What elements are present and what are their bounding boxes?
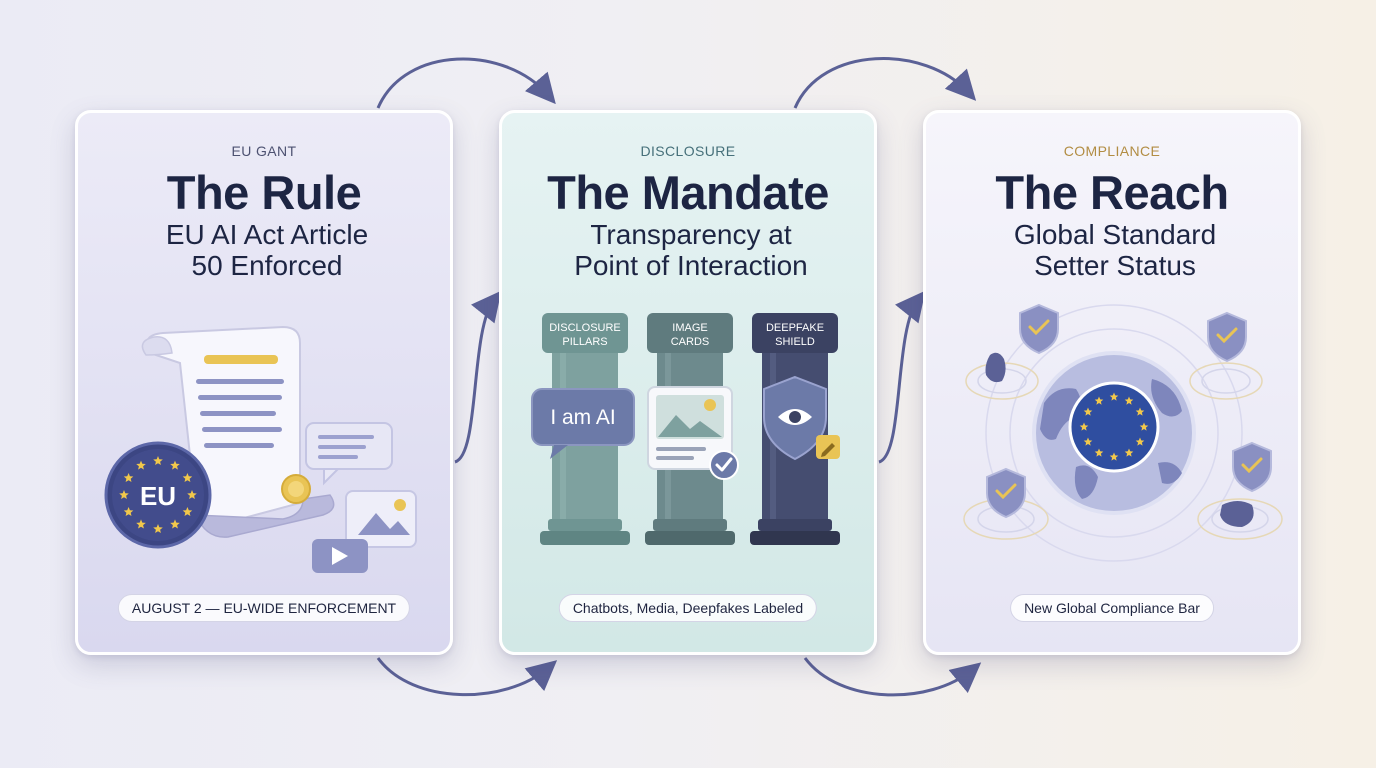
card-title: The Rule — [166, 166, 362, 219]
subtitle-line-1: EU AI Act Article — [165, 219, 369, 250]
side-arrow-2 — [878, 290, 926, 464]
star-icon — [136, 460, 146, 470]
eu-seal-icon: EU — [104, 441, 212, 549]
star-icon — [123, 507, 134, 516]
shield-check-icon — [1232, 441, 1272, 493]
star-icon — [1094, 396, 1104, 405]
star-icon — [1083, 407, 1093, 416]
star-icon — [1124, 448, 1134, 457]
card-eyebrow: EU GANT — [231, 143, 297, 159]
star-icon — [1135, 437, 1145, 446]
image-card-icon — [647, 386, 733, 470]
eu-flag-icon — [1068, 381, 1160, 473]
speech-bubble-icon: I am AI — [531, 388, 635, 459]
wax-seal-icon — [281, 474, 311, 504]
star-icon — [1094, 448, 1104, 457]
rule-illustration: EU — [104, 325, 417, 573]
image-icon — [345, 490, 417, 548]
star-icon — [182, 507, 193, 516]
subtitle-line-2: 50 Enforced — [191, 250, 343, 281]
subtitle-line-2: Setter Status — [1034, 250, 1196, 281]
mandate-illustration: DISCLOSURE PILLARS I am AI IMAGE CARDS — [531, 313, 840, 545]
subtitle-line-1: Transparency at — [590, 219, 792, 250]
top-arrow-2 — [793, 57, 977, 109]
card-subtitle: EU AI Act Article 50 Enforced — [108, 219, 426, 281]
star-icon — [1139, 422, 1149, 431]
card-footer-pill: Chatbots, Media, Deepfakes Labeled — [558, 594, 818, 622]
star-icon — [1124, 396, 1134, 405]
star-icon — [182, 473, 193, 482]
star-icon — [153, 456, 163, 465]
eu-seal-label: EU — [140, 481, 176, 511]
star-icon — [1083, 437, 1093, 446]
check-badge-icon — [709, 450, 739, 480]
star-icon — [119, 490, 129, 499]
star-icon — [136, 519, 146, 529]
reach-illustration — [963, 303, 1283, 562]
bottom-arrow-2 — [803, 657, 982, 697]
shield-check-icon — [1019, 303, 1059, 355]
shield-check-icon — [986, 467, 1026, 519]
star-icon — [170, 519, 180, 529]
pillar-label-1b: PILLARS — [562, 336, 607, 348]
star-icon — [123, 473, 134, 482]
card-footer-pill: AUGUST 2 — EU-WIDE ENFORCEMENT — [117, 594, 411, 622]
star-icon — [187, 490, 197, 499]
shield-check-icon — [1207, 311, 1247, 363]
card-the-mandate: DISCLOSURE The Mandate Transparency at P… — [499, 110, 877, 655]
pencil-icon — [816, 435, 840, 459]
card-eyebrow: COMPLIANCE — [1063, 143, 1161, 159]
document-scroll-icon — [141, 325, 335, 538]
bottom-arrow-1 — [376, 657, 558, 697]
video-play-icon — [312, 539, 368, 573]
card-subtitle: Global Standard Setter Status — [956, 219, 1274, 281]
chat-bubble-icon — [305, 422, 393, 486]
pillar-label-2b: CARDS — [671, 336, 710, 348]
subtitle-line-1: Global Standard — [1013, 219, 1217, 250]
i-am-ai-label: I am AI — [550, 406, 615, 429]
card-subtitle: Transparency at Point of Interaction — [532, 219, 850, 281]
card-the-reach: COMPLIANCE The Reach Global Standard Set… — [923, 110, 1301, 655]
pillar-label-3b: SHIELD — [775, 336, 815, 348]
card-title: The Mandate — [547, 166, 829, 219]
star-icon — [1135, 407, 1145, 416]
pillar-label-1a: DISCLOSURE — [549, 322, 621, 334]
pillar-label-3a: DEEPFAKE — [766, 322, 824, 334]
card-the-rule: EU GANT The Rule EU AI Act Article 50 En… — [75, 110, 453, 655]
star-icon — [170, 460, 180, 470]
card-footer-pill: New Global Compliance Bar — [1010, 594, 1214, 622]
pillar-label-2a: IMAGE — [672, 322, 707, 334]
card-eyebrow: DISCLOSURE — [640, 143, 736, 159]
shield-eye-icon — [763, 375, 827, 461]
star-icon — [1109, 452, 1119, 461]
card-title: The Reach — [995, 166, 1229, 219]
star-icon — [1079, 422, 1089, 431]
top-arrow-1 — [376, 57, 556, 109]
side-arrow-1 — [454, 290, 502, 464]
subtitle-line-2: Point of Interaction — [574, 250, 808, 281]
star-icon — [153, 524, 163, 533]
star-icon — [1109, 392, 1119, 401]
